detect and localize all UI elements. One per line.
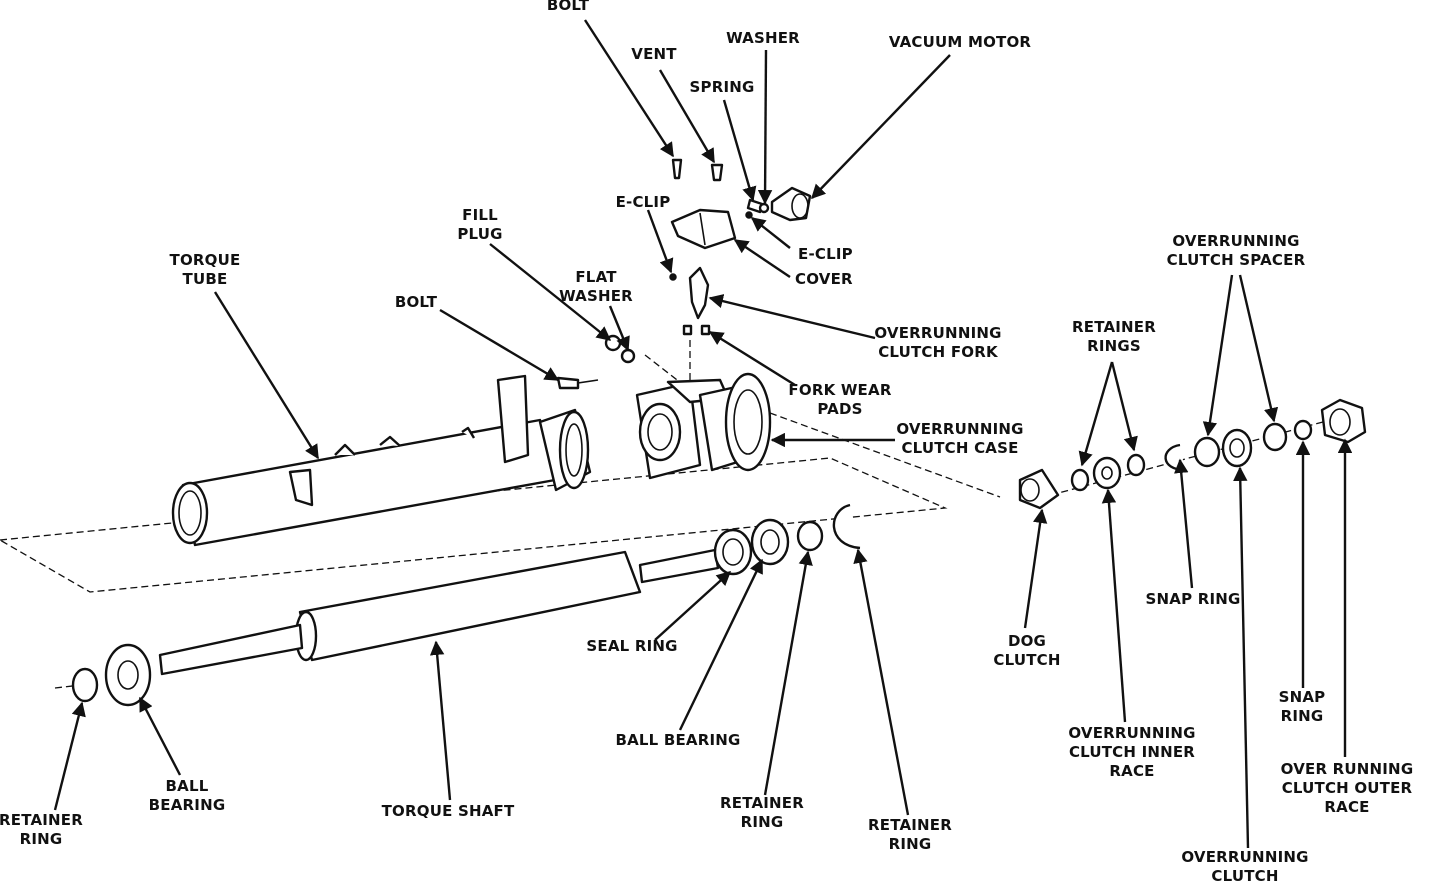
label-washer: WASHER: [726, 29, 800, 47]
label-overrunning-clutch-spacer: OVERRUNNING CLUTCH SPACER: [1166, 232, 1306, 269]
shaft-plane-dashed: [0, 457, 948, 593]
label-torque-tube: TORQUE TUBE: [169, 251, 241, 288]
label-dog-clutch: DOG CLUTCH: [993, 632, 1061, 669]
label-ball-bearing-left: BALL BEARING: [148, 777, 226, 814]
label-fill-plug: FILL PLUG: [457, 206, 503, 243]
label-retainer-ring-right: RETAINER RING: [867, 816, 953, 853]
overrunning-clutch-case-part: [635, 372, 772, 480]
label-torque-shaft: TORQUE SHAFT: [381, 802, 515, 820]
e-clip-left-part: [669, 273, 677, 281]
fork-wear-pad-1: [682, 324, 693, 336]
label-e-clip-left: E-CLIP: [615, 193, 671, 211]
bolt-mid-part: [556, 376, 599, 390]
label-spring: SPRING: [689, 78, 755, 96]
outer-race-part: [1320, 398, 1367, 444]
spacer-b-part: [1262, 422, 1288, 452]
flat-washer-part: [620, 348, 636, 364]
case-centerline: [769, 412, 1001, 498]
retainer-ring-right-part: [832, 503, 861, 550]
retainer-ring-a-part: [1070, 468, 1090, 492]
spacer-a-part: [1193, 436, 1221, 468]
torque-tube: [171, 374, 592, 547]
label-overrunning-clutch: OVERRUNNING CLUTCH: [1181, 848, 1309, 885]
seal-ring-part: [713, 528, 753, 576]
inner-race-part: [1092, 456, 1122, 490]
torque-shaft-part: [158, 548, 720, 676]
label-retainer-rings: RETAINER RINGS: [1071, 318, 1157, 355]
retainer-ring-b-part: [1126, 453, 1146, 477]
label-bolt-top: BOLT: [546, 0, 590, 14]
label-seal-ring: SEAL RING: [586, 637, 678, 655]
label-retainer-ring-left: RETAINER RING: [0, 811, 84, 848]
overrunning-clutch-fork-part: [688, 266, 710, 320]
retainer-ring-left-part: [71, 667, 99, 703]
label-flat-washer: FLAT WASHER: [559, 268, 633, 305]
vacuum-motor-part: [770, 186, 812, 222]
overrunning-clutch-part: [1221, 428, 1253, 468]
label-fork-wear-pads: FORK WEAR PADS: [788, 381, 892, 418]
fork-wear-pad-2: [700, 324, 711, 336]
snap-ring-2-part: [1293, 419, 1313, 441]
snap-ring-1-part: [1164, 443, 1186, 472]
dog-clutch-part: [1018, 468, 1060, 510]
ball-bearing-mid-part: [750, 518, 790, 566]
label-snap-ring-1: SNAP RING: [1145, 590, 1241, 608]
label-bolt-mid: BOLT: [394, 293, 438, 311]
label-overrunning-clutch-case: OVERRUNNING CLUTCH CASE: [896, 420, 1024, 457]
cover-part: [670, 208, 737, 250]
label-vacuum-motor: VACUUM MOTOR: [888, 33, 1032, 51]
label-overrunning-clutch-outer-race: OVER RUNNING CLUTCH OUTER RACE: [1280, 760, 1414, 816]
vent-part: [710, 163, 724, 182]
label-e-clip-right: E-CLIP: [798, 245, 853, 263]
label-ball-bearing-mid: BALL BEARING: [615, 731, 741, 749]
bolt-top-part: [671, 158, 683, 180]
retainer-ring-mid-part: [796, 520, 824, 552]
washer-part: [758, 202, 770, 214]
label-overrunning-clutch-fork: OVERRUNNING CLUTCH FORK: [874, 324, 1002, 361]
label-snap-ring-2: SNAP RING: [1278, 688, 1326, 725]
e-clip-right-part: [745, 211, 753, 219]
leader-lines: [53, 19, 1353, 849]
label-retainer-ring-mid: RETAINER RING: [719, 794, 805, 831]
label-cover: COVER: [795, 270, 853, 288]
label-vent: VENT: [631, 45, 677, 63]
ball-bearing-left-part: [104, 643, 152, 707]
label-overrunning-clutch-inner-race: OVERRUNNING CLUTCH INNER RACE: [1068, 724, 1196, 780]
